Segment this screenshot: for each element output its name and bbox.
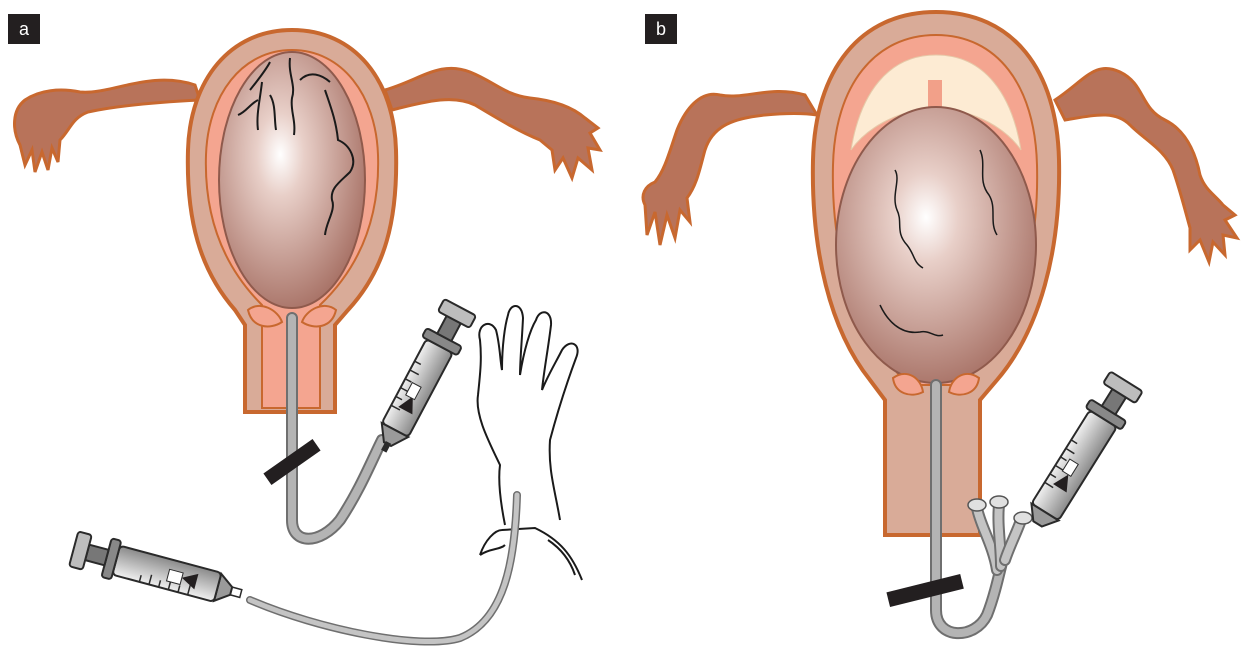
- panel-a-illustration: [0, 0, 620, 650]
- left-fallopian-tube: [643, 91, 817, 245]
- right-fallopian-tube: [385, 68, 600, 178]
- hand-wrist-cuff: [480, 528, 582, 580]
- panel-label-a: a: [8, 14, 40, 44]
- syringe: [1020, 370, 1145, 535]
- clamp: [886, 574, 963, 607]
- syringe-lower: [69, 529, 246, 612]
- right-fallopian-tube: [1055, 68, 1237, 262]
- panel-label-b: b: [645, 14, 677, 44]
- hand-outline: [478, 306, 578, 525]
- balloon: [836, 107, 1036, 383]
- syringe-upper: [366, 298, 478, 461]
- left-fallopian-tube: [15, 80, 200, 172]
- panel-b: b: [625, 0, 1249, 650]
- panel-b-illustration: [625, 0, 1249, 650]
- panel-a: a: [0, 0, 620, 650]
